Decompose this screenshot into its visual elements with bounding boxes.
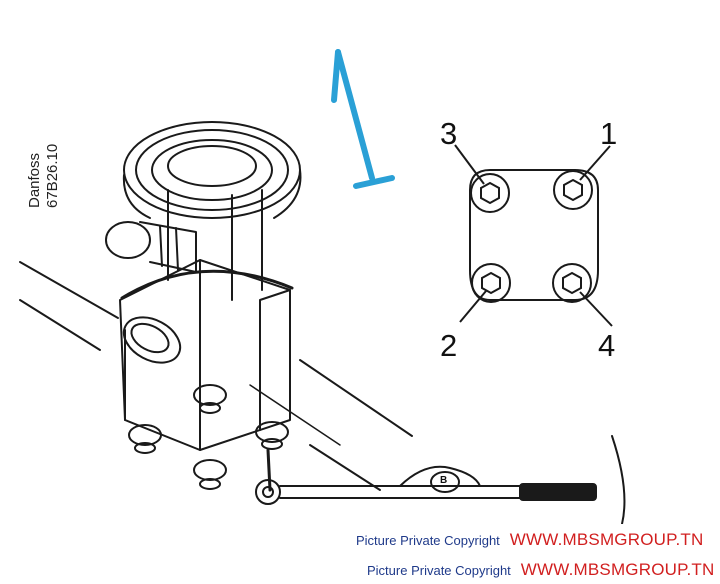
- bolt-label-1: 1: [600, 116, 618, 151]
- bolt-4: [552, 263, 592, 303]
- site-address: WWW.MBSMGROUP.TN: [520, 560, 715, 579]
- copyright-caption: Picture Private Copyright: [367, 563, 511, 578]
- top-dome: [123, 121, 301, 219]
- drawing-code: 67B26.10: [44, 143, 61, 208]
- site-address: WWW.MBSMGROUP.TN: [509, 530, 704, 549]
- bolt-2: [471, 263, 511, 303]
- sensor-connector: [105, 221, 151, 259]
- valve-body: [119, 259, 291, 451]
- right-pipe: [299, 359, 413, 437]
- pipe-end-ring: [122, 316, 182, 364]
- bolt-1: [553, 170, 593, 210]
- hex-key-tool: [255, 448, 597, 505]
- manufacturer-label: Danfoss 67B26.10: [26, 144, 62, 208]
- left-pipe: [19, 261, 119, 319]
- bolt-3: [470, 173, 510, 213]
- maker-text: Danfoss: [26, 152, 43, 208]
- body-bolts: [128, 384, 289, 490]
- bolt-pattern-detail: [454, 144, 613, 327]
- wrench-mark: B: [440, 475, 448, 486]
- watermark-line-2: Picture Private Copyright WWW.MBSMGROUP.T…: [367, 560, 714, 580]
- bolt-label-2: 2: [440, 328, 458, 363]
- bolt-label-4: 4: [598, 328, 616, 363]
- bolt-label-3: 3: [440, 116, 458, 151]
- watermark-line-1: Picture Private Copyright WWW.MBSMGROUP.T…: [356, 530, 703, 550]
- step-number-mark: [331, 49, 395, 189]
- copyright-caption: Picture Private Copyright: [356, 533, 500, 548]
